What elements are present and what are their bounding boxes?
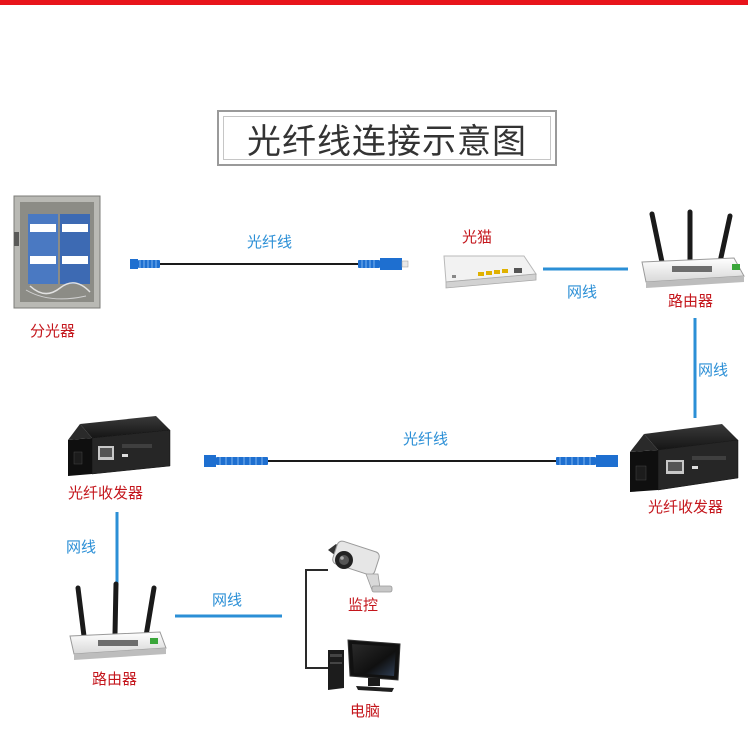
label-cable-router-devices: 网线 — [212, 591, 243, 609]
desktop-computer-icon — [328, 639, 401, 692]
label-computer: 电脑 — [350, 702, 381, 720]
label-splitter: 分光器 — [30, 322, 76, 340]
label-fiber-middle: 光纤线 — [403, 430, 449, 448]
diagram-title: 光纤线连接示意图 — [247, 121, 527, 162]
fiber-transceiver-right-icon — [630, 424, 739, 492]
label-fiber-top: 光纤线 — [247, 233, 293, 251]
device-split-bracket — [305, 569, 328, 669]
label-transceiver-right: 光纤收发器 — [648, 498, 724, 516]
label-cable-router-vertical: 网线 — [698, 361, 729, 379]
optical-modem-icon — [443, 255, 537, 289]
surveillance-camera-icon — [328, 540, 393, 593]
label-modem: 光猫 — [462, 228, 493, 246]
label-router-bottom: 路由器 — [92, 670, 138, 688]
network-cable-lines — [115, 267, 697, 618]
label-camera: 监控 — [348, 596, 379, 614]
label-cable-modem-router: 网线 — [567, 283, 598, 301]
title-frame: 光纤线连接示意图 — [217, 110, 557, 166]
fiber-transceiver-left-icon — [68, 416, 171, 476]
label-router-top: 路由器 — [668, 292, 714, 310]
fiber-splitter-box-icon — [13, 195, 101, 309]
router-bottom-icon — [69, 581, 167, 660]
router-top-icon — [641, 209, 745, 288]
top-accent-bar — [0, 0, 748, 5]
fiber-cable-middle — [204, 455, 618, 467]
label-transceiver-left: 光纤收发器 — [68, 484, 144, 502]
fiber-cable-top — [130, 258, 409, 270]
label-cable-transceiver-router: 网线 — [66, 538, 97, 556]
